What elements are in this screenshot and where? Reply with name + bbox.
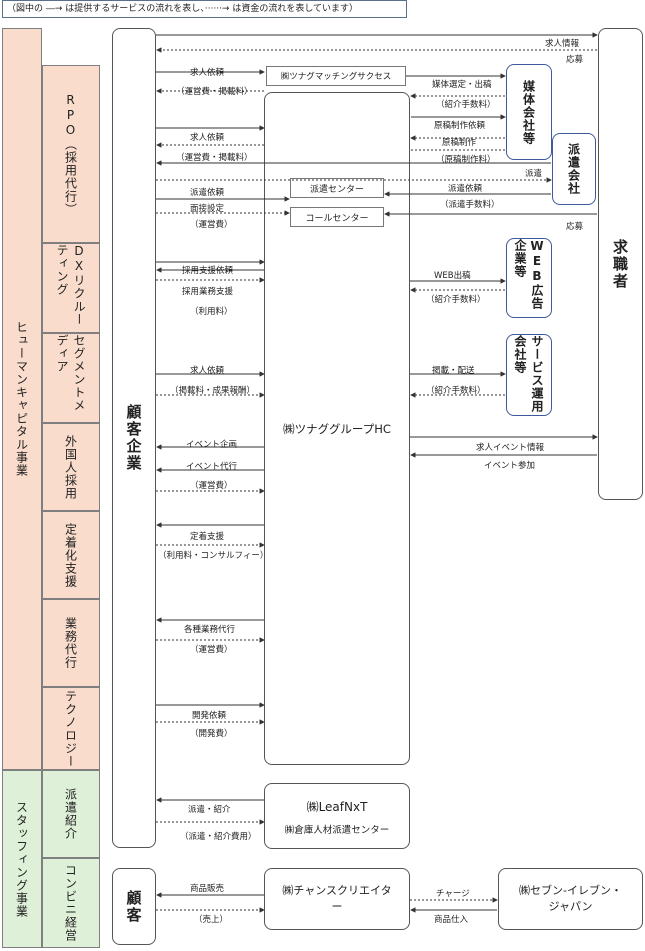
segment-retention: 定着化支援 <box>42 511 100 599</box>
matching-box: ㈱ツナグマッチングサクセス <box>266 66 406 86</box>
hc-label: ㈱ツナググループHC <box>283 421 391 436</box>
segment-haken-shokai: 派遣紹介 <box>42 770 100 858</box>
segment-retention-label: 定着化支援 <box>63 522 78 588</box>
call-center-label: コールセンター <box>305 213 369 224</box>
segment-rpo-label: RPO（採用代行） <box>63 92 78 216</box>
segment-dx: DXリクルーティング <box>42 243 100 333</box>
customer-box: 顧客 <box>112 868 156 945</box>
segment-technology-label: テクノロジー <box>63 689 78 768</box>
label-uneihi-1: （運営費） <box>190 220 233 230</box>
segment-media-label: セグメントメディア <box>55 334 86 412</box>
haken-company-box: 派遣会社 <box>552 133 596 205</box>
label-haken-fee: （派遣手数料） <box>440 200 500 210</box>
job-seeker-box: 求職者 <box>598 28 643 500</box>
label-keisai-seika: （掲載料・成果報酬） <box>170 386 256 396</box>
label-web-shukko: WEB出稿 <box>434 271 471 281</box>
label-shokai-fee-2: （紹介手数料） <box>426 295 486 305</box>
label-genko-irai: 原稿制作依頼 <box>434 121 486 131</box>
label-shokai-fee-3: （紹介手数料） <box>426 386 486 396</box>
label-saiyo-irai: 採用支援依頼 <box>182 266 234 276</box>
division-staffing: スタッフィング事業 <box>2 770 42 948</box>
division-human-capital-label: ヒューマンキャピタル事業 <box>14 321 29 477</box>
souko-label: ㈱倉庫人材派遣センター <box>284 825 390 836</box>
segment-technology: テクノロジー <box>42 687 100 770</box>
hc-box: ㈱ツナググループHC <box>264 92 410 765</box>
label-kyujin-joho: 求人情報 <box>545 39 580 49</box>
service-ops-box: サービス運用会社等 <box>506 334 552 416</box>
segment-outsourcing: 業務代行 <box>42 599 100 687</box>
label-genko-fee: （原稿制作料） <box>436 155 496 165</box>
label-saiyo-gyomu: 採用業務支援 <box>182 287 234 297</box>
segment-haken-shokai-label: 派遣紹介 <box>63 788 78 840</box>
label-haken-shokai: 派遣・紹介 <box>188 805 231 815</box>
label-unei-keisai-2: （運営費・掲載料） <box>176 153 253 163</box>
segment-outsourcing-label: 業務代行 <box>63 617 78 669</box>
web-ad-box: WEB広告企業等 <box>506 238 552 318</box>
label-haken: 派遣 <box>525 169 543 179</box>
label-kaihatsuhi: （開発費） <box>190 729 233 739</box>
label-kyujin-irai-1: 求人依頼 <box>190 68 225 78</box>
customer-label: 顧客 <box>124 889 143 924</box>
label-haken-shokai-fee: （派遣・紹介費用） <box>180 832 257 842</box>
job-seeker-label: 求職者 <box>611 238 629 290</box>
label-uneihi-3: （運営費） <box>190 645 233 655</box>
client-company-label: 顧客企業 <box>124 404 143 472</box>
label-oubo-1: 応募 <box>566 55 584 65</box>
label-kaihatsu-irai: 開発依頼 <box>192 711 227 721</box>
division-human-capital: ヒューマンキャピタル事業 <box>2 28 42 770</box>
chance-label: ㈱チャンスクリエイター <box>282 884 392 913</box>
label-baitai-sentei: 媒体選定・出稿 <box>432 80 492 90</box>
seven-label: ㈱セブン‐イレブン・ジャパン <box>519 884 622 913</box>
web-ad-label: WEB広告企業等 <box>513 239 544 310</box>
service-ops-label: サービス運用会社等 <box>513 335 544 413</box>
segment-rpo: RPO（採用代行） <box>42 65 100 243</box>
haken-center-label: 派遣センター <box>309 184 364 195</box>
segment-convenience: コンビニ経営 <box>42 858 100 948</box>
segment-media: セグメントメディア <box>42 333 100 423</box>
legend: （図中の ―→ は提供するサービスの流れを表し、······→ は資金の流れを表… <box>2 0 407 18</box>
label-haken-irai-1: 派遣依頼 <box>190 188 225 198</box>
label-haken-irai-2: 派遣依頼 <box>448 184 483 194</box>
label-riyoryo: （利用料） <box>190 307 233 317</box>
label-event-kikaku: イベント企画 <box>186 440 238 450</box>
label-teichaku: 定着支援 <box>190 532 225 542</box>
segment-foreign: 外国人採用 <box>42 423 100 511</box>
label-event-daiko: イベント代行 <box>186 462 238 472</box>
call-center-box: コールセンター <box>290 207 384 227</box>
label-kakushu: 各種業務代行 <box>184 625 236 635</box>
segment-foreign-label: 外国人採用 <box>63 434 78 500</box>
chance-box: ㈱チャンスクリエイター <box>264 868 410 930</box>
label-mensetsu: 面接設定 <box>190 204 225 214</box>
label-charge: チャージ <box>436 889 470 899</box>
division-staffing-label: スタッフィング事業 <box>14 800 29 918</box>
haken-center-box: 派遣センター <box>290 178 384 198</box>
label-kyujin-irai-2: 求人依頼 <box>190 133 225 143</box>
segment-dx-label: DXリクルーティング <box>55 244 86 326</box>
label-unei-keisai-1: （運営費・掲載料） <box>176 87 253 97</box>
leafnxt-box: ㈱LeafNxT ㈱倉庫人材派遣センター <box>264 783 410 849</box>
label-genko-seisaku: 原稿制作 <box>442 138 477 148</box>
media-company-label: 媒体会社等 <box>521 79 536 145</box>
client-company-box: 顧客企業 <box>112 28 156 848</box>
label-shohin-hanbai: 商品販売 <box>190 884 225 894</box>
label-shokai-fee-1: （紹介手数料） <box>436 100 496 110</box>
label-event-sanka: イベント参加 <box>484 461 536 471</box>
segment-convenience-label: コンビニ経営 <box>63 864 78 942</box>
seven-box: ㈱セブン‐イレブン・ジャパン <box>498 868 643 930</box>
label-kyujin-event: 求人イベント情報 <box>476 443 545 453</box>
label-oubo-2: 応募 <box>566 222 584 232</box>
label-kyujin-irai-3: 求人依頼 <box>190 366 225 376</box>
label-keisai-haiso: 掲載・配送 <box>432 366 475 376</box>
label-uneihi-2: （運営費） <box>190 481 233 491</box>
media-company-box: 媒体会社等 <box>506 64 552 160</box>
haken-company-label: 派遣会社 <box>566 143 581 195</box>
label-riyo-consul: （利用料・コンサルフィー） <box>158 551 269 561</box>
leafnxt-label: ㈱LeafNxT <box>306 800 368 814</box>
label-uriage: （売上） <box>194 915 229 925</box>
label-shohin-shiire: 商品仕入 <box>434 915 469 925</box>
matching-label: ㈱ツナグマッチングサクセス <box>280 72 392 82</box>
